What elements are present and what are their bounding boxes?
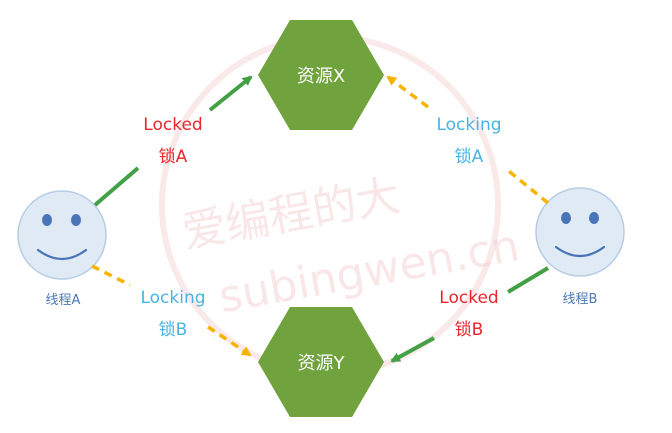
eye-icon [561, 212, 571, 224]
thread-b-label: 线程B [562, 292, 598, 307]
eye-icon [71, 214, 81, 226]
smile-icon [554, 245, 606, 258]
edge-b-to-y-lock: 锁B [454, 320, 484, 340]
resource-y-label: 资源Y [297, 353, 345, 374]
edge-b-to-x-status: Locking [436, 115, 502, 135]
eye-icon [589, 212, 599, 224]
edge-a-to-x-status: Locked [143, 115, 203, 135]
thread-b-face [535, 187, 625, 277]
edge-b-to-y-status: Locked [439, 288, 499, 308]
edge-a-to-y-lock: 锁B [158, 320, 188, 340]
thread-a-face [17, 190, 107, 280]
resource-x-hexagon [258, 20, 384, 130]
resource-y-hexagon [258, 307, 384, 417]
resource-x-label: 资源X [296, 66, 346, 87]
thread-a-label: 线程A [45, 293, 81, 308]
edge-a-to-x-lock: 锁A [158, 147, 188, 167]
edge-b-to-y [390, 266, 550, 363]
edge-a-to-y-status: Locking [140, 288, 206, 308]
edge-a-to-x [93, 75, 253, 207]
eye-icon [42, 214, 52, 226]
smile-icon [36, 248, 88, 261]
edge-a-to-y [91, 264, 252, 357]
edge-b-to-x-lock: 锁A [454, 147, 484, 167]
edge-b-to-x [386, 75, 550, 205]
